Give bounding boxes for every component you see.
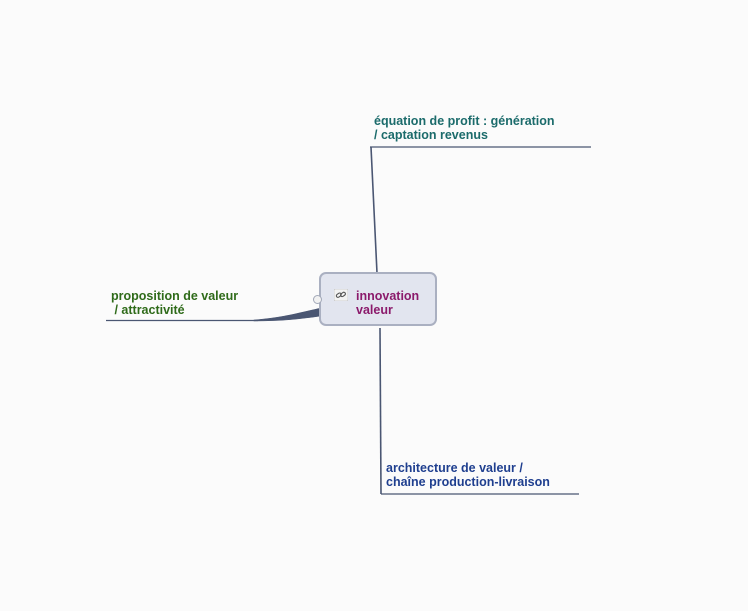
- branch-label-profit-equation[interactable]: équation de profit : génération / captat…: [374, 114, 555, 142]
- connector-architecture: [379, 327, 382, 495]
- central-topic-label: innovation valeur: [356, 289, 420, 317]
- branch-label-value-proposition[interactable]: proposition de valeur / attractivité: [111, 289, 239, 317]
- connector-profit: [370, 146, 378, 274]
- collapse-toggle-handle[interactable]: [313, 295, 322, 304]
- branch-label-value-architecture[interactable]: architecture de valeur / chaîne producti…: [386, 461, 550, 489]
- central-topic-node[interactable]: innovation valeur: [319, 272, 437, 326]
- link-icon[interactable]: [334, 289, 348, 301]
- connector-proposition: [253, 307, 322, 322]
